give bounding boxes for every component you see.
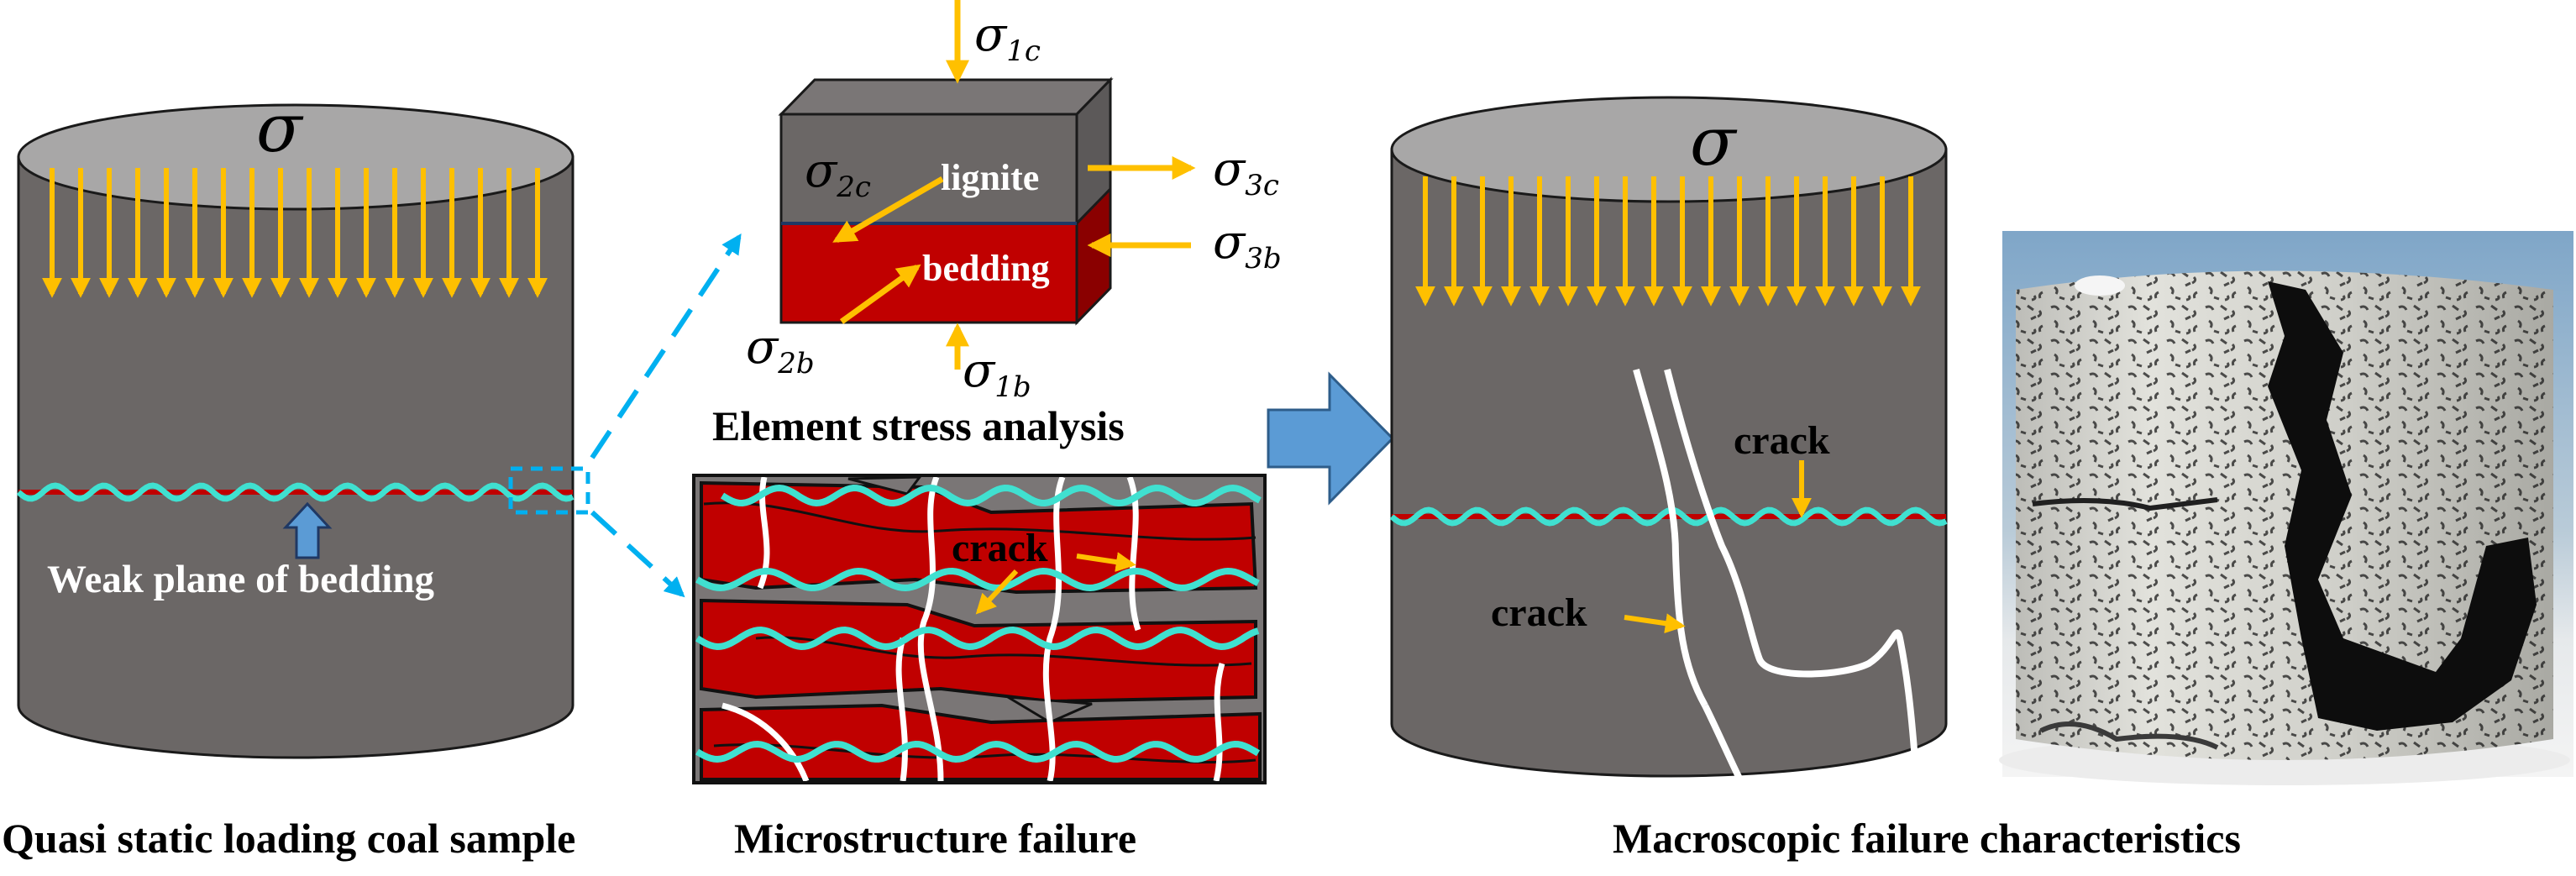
stress-element: lignite bedding σ1c σ2c σ3c σ3b σ2b σ1b … bbox=[712, 0, 1282, 449]
sigma-2b: σ2b bbox=[746, 320, 815, 380]
arrow-s2c bbox=[832, 176, 944, 244]
micro-crack-label: crack bbox=[952, 526, 1048, 570]
microstructure-panel: crack Microstructure failure bbox=[692, 474, 1267, 862]
up-arrow-icon bbox=[282, 501, 333, 559]
macro-body bbox=[1390, 148, 1948, 778]
leader-to-element bbox=[590, 233, 742, 459]
sigma-1c: σ1c bbox=[974, 8, 1041, 68]
failure-photo bbox=[1999, 231, 2573, 785]
sigma-3b: σ3b bbox=[1213, 215, 1282, 275]
bedding-layer bbox=[779, 222, 1078, 324]
caption-element: Element stress analysis bbox=[712, 402, 1125, 449]
load-arrows-right bbox=[1415, 176, 1921, 307]
macro-top bbox=[1390, 96, 1948, 203]
caption-micro: Microstructure failure bbox=[734, 815, 1136, 862]
load-symbol-left: σ bbox=[256, 89, 304, 167]
caption-sample: Quasi static loading coal sample bbox=[2, 815, 575, 862]
macro-crack-label-2: crack bbox=[1491, 590, 1587, 635]
sample-body bbox=[17, 155, 574, 759]
leader-to-micro bbox=[590, 510, 685, 598]
coal-sample: σ Weak plane of bedding Quasi static loa… bbox=[2, 89, 590, 862]
sigma-2c: σ2c bbox=[805, 144, 871, 204]
sigma-3c: σ3c bbox=[1213, 142, 1279, 202]
arrow-s2b bbox=[839, 264, 921, 324]
element-top-face bbox=[778, 78, 1114, 116]
caption-macro: Macroscopic failure characteristics bbox=[1613, 815, 2241, 862]
bedding-plane-label: Weak plane of bedding bbox=[47, 558, 434, 601]
sample-top bbox=[17, 103, 574, 211]
macro-crack-c bbox=[1702, 704, 1746, 787]
load-symbol-right: σ bbox=[1690, 102, 1738, 181]
bedding-layer-label: bedding bbox=[922, 248, 1050, 289]
lignite-label: lignite bbox=[941, 157, 1039, 198]
macro-crack-a bbox=[1633, 368, 1708, 707]
sigma-1b: σ1b bbox=[963, 344, 1031, 404]
load-arrows-left bbox=[42, 168, 548, 298]
macro-crack-b bbox=[1664, 369, 1918, 761]
macro-sample: σ crack crack Macroscopic failure charac… bbox=[1389, 96, 2241, 862]
lignite-layer bbox=[779, 113, 1078, 225]
process-arrow-icon bbox=[1267, 371, 1395, 506]
macro-crack-label-1: crack bbox=[1734, 418, 1830, 463]
bedding-wave bbox=[16, 482, 574, 502]
